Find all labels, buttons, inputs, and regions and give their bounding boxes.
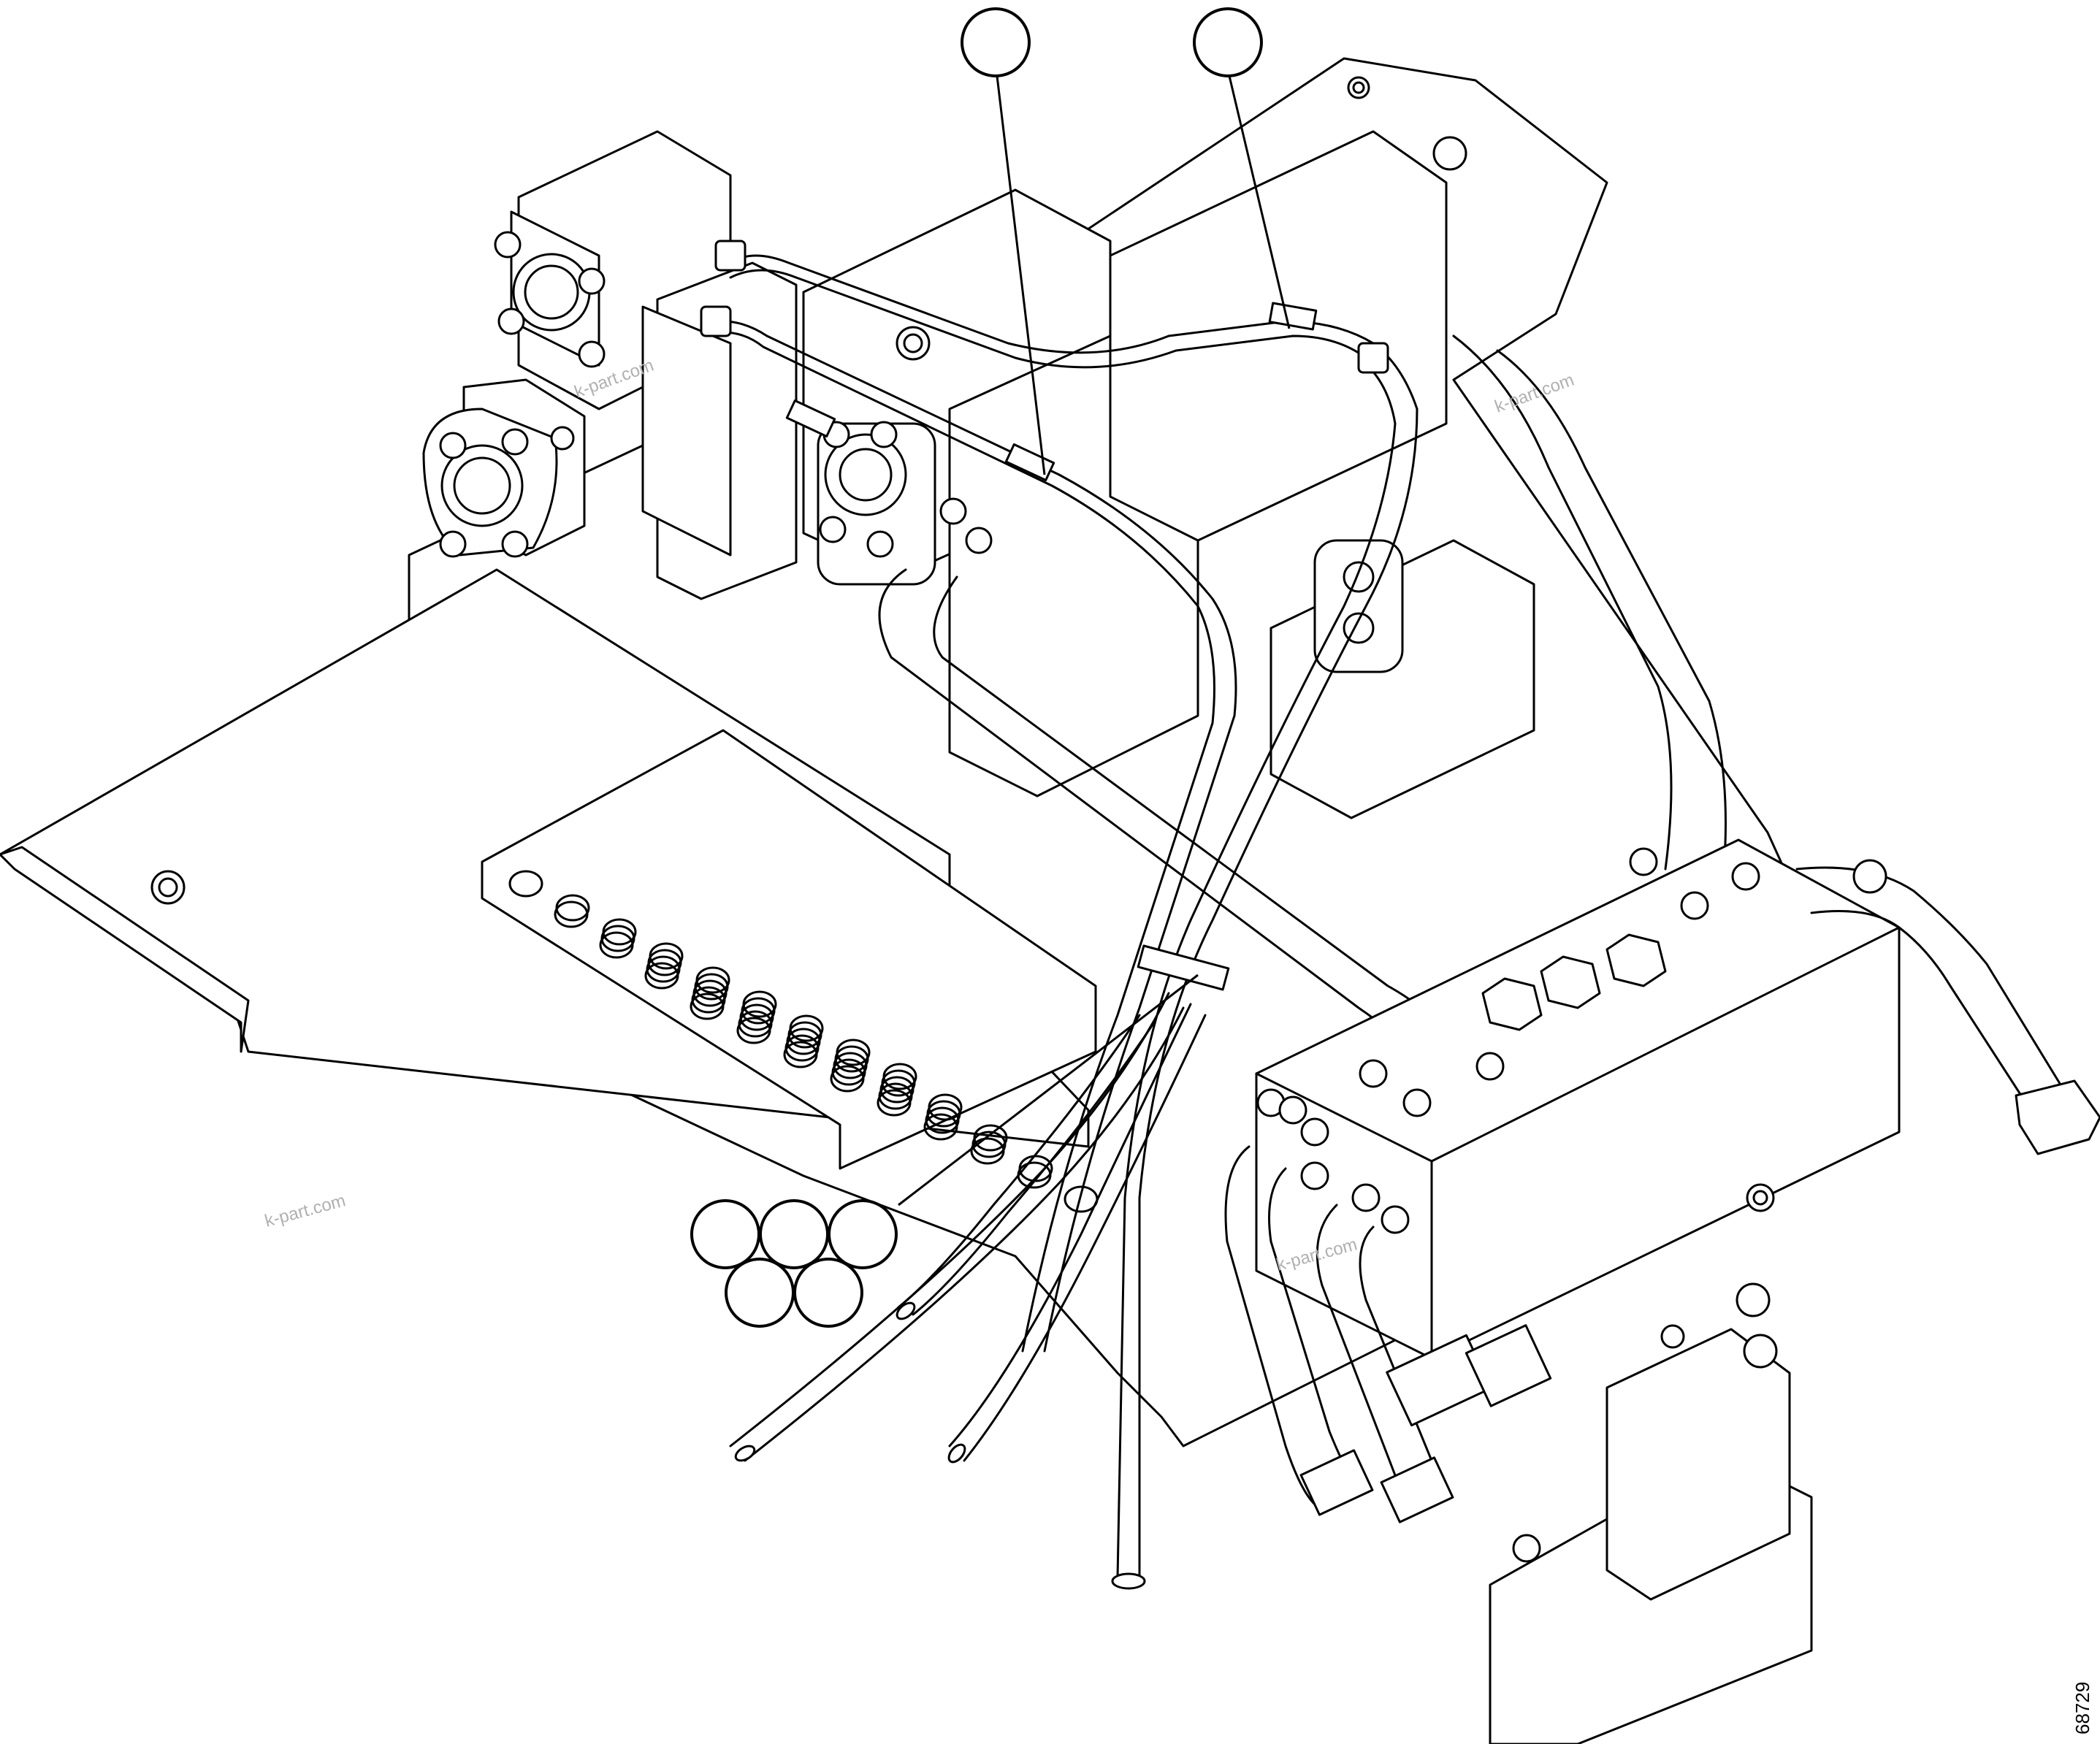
grate-hole (830, 1065, 865, 1093)
perforated-grate (481, 729, 1099, 1213)
callout-group-bottom (690, 974, 1199, 1328)
grate-hole (690, 993, 725, 1020)
callout-circle-6 (725, 1258, 795, 1328)
callout-circle-2 (1193, 7, 1263, 77)
right-tube-assembly (1795, 859, 2100, 1155)
grate-hole (970, 1137, 1005, 1165)
grate-hole (644, 962, 679, 990)
solenoid-valve-stack (641, 130, 1535, 819)
grate-hole (783, 1041, 818, 1068)
grate-hole (554, 900, 589, 928)
watermark-text: k-part.com (1492, 370, 1577, 416)
callout-circle-3 (690, 1199, 760, 1269)
grate-hole (923, 1113, 958, 1141)
elbow-tube-right (1452, 334, 1727, 871)
pilot-hoses (700, 240, 1419, 1590)
callout-circle-5 (828, 1199, 898, 1269)
lower-hose-fittings (1224, 1095, 1552, 1563)
lower-right-manifold (1255, 838, 1901, 1360)
callout-circle-7 (793, 1258, 863, 1328)
lower-valve-body (1489, 1282, 1813, 1744)
callout-circle-1 (961, 7, 1031, 77)
left-flange-block (422, 378, 586, 558)
callout-circle-4 (759, 1199, 829, 1269)
grate-hole (877, 1089, 912, 1117)
grate-hole (508, 870, 543, 898)
callout-group-top (961, 7, 1291, 475)
figure-number: 68729 (2072, 1682, 2093, 1735)
grate-hole (599, 931, 634, 959)
grate-hole (736, 1017, 771, 1044)
watermark-text: k-part.com (263, 1190, 348, 1231)
